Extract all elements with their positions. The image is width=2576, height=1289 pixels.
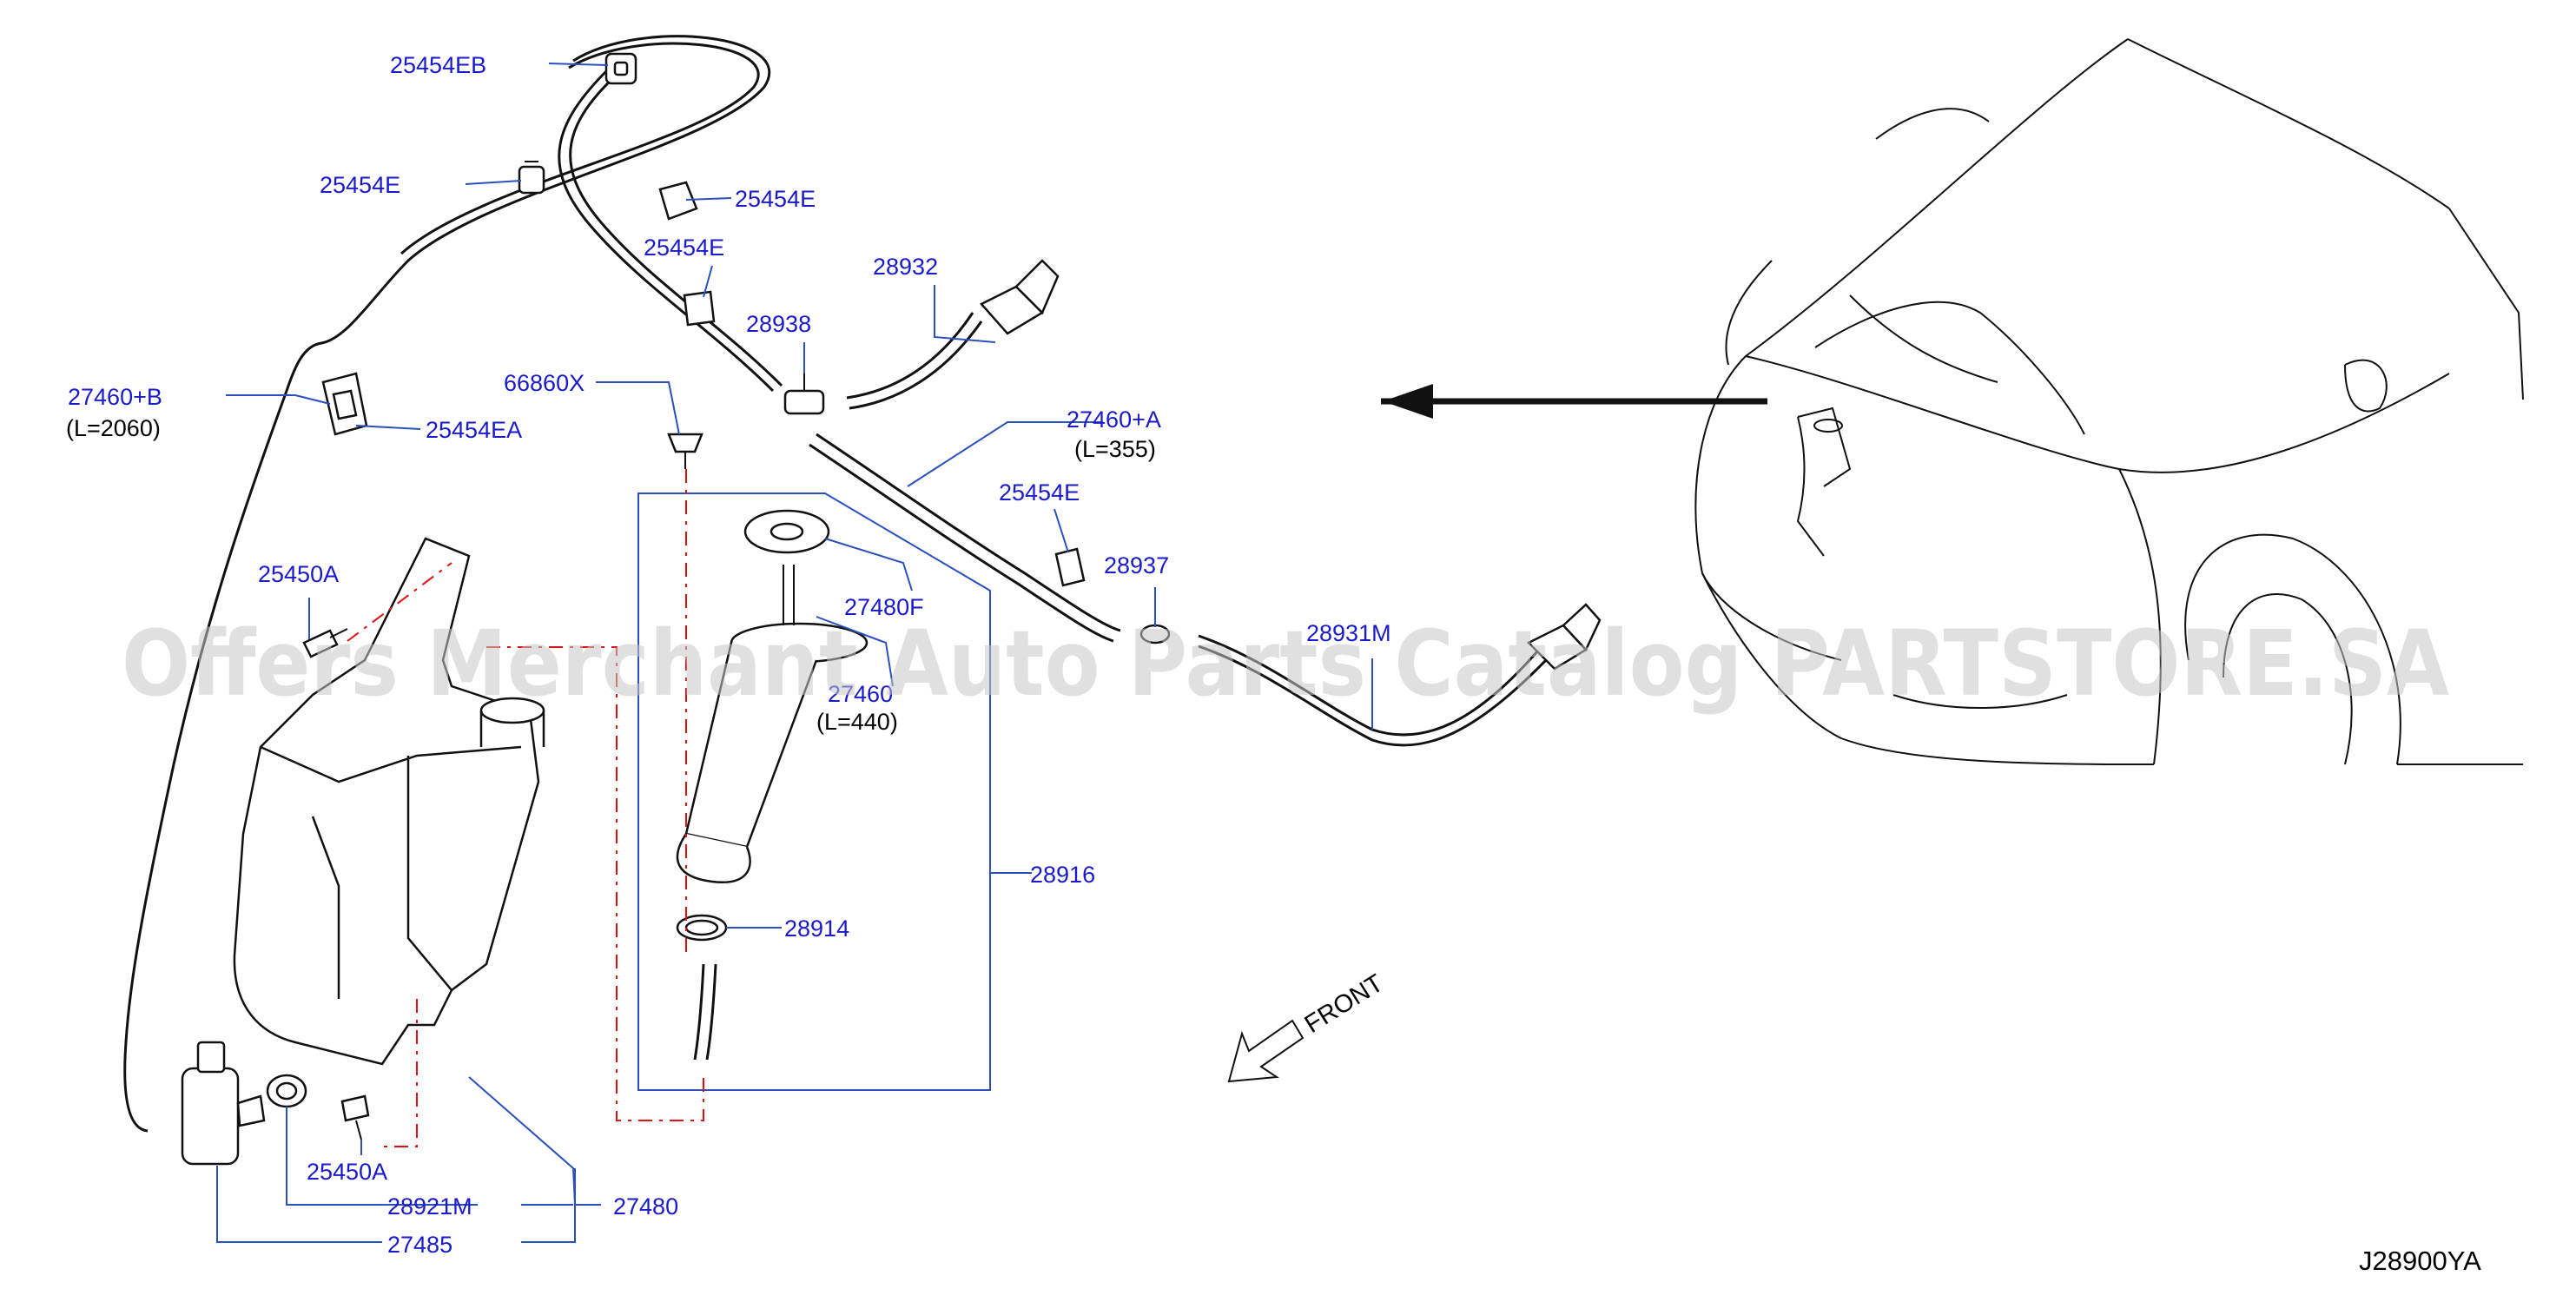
hose-filler[interactable] bbox=[693, 963, 717, 1061]
oring-28914[interactable] bbox=[676, 914, 728, 942]
label-27460-b[interactable]: 27460+B bbox=[68, 384, 162, 410]
label-25454eb[interactable]: 25454EB bbox=[390, 52, 486, 78]
centerlines bbox=[347, 469, 704, 1147]
clip-25454eb[interactable] bbox=[604, 52, 637, 85]
leader-lines bbox=[216, 63, 1373, 1243]
label-25454e-middle[interactable]: 25454E bbox=[644, 235, 724, 261]
front-label: FRONT bbox=[1300, 969, 1389, 1039]
label-66860x[interactable]: 66860X bbox=[504, 370, 585, 396]
nozzle-28932[interactable] bbox=[979, 259, 1060, 335]
label-28914[interactable]: 28914 bbox=[784, 916, 849, 942]
label-27460-a-length: (L=355) bbox=[1074, 436, 1156, 462]
label-27480f[interactable]: 27480F bbox=[844, 594, 924, 620]
label-27460-a[interactable]: 27460+A bbox=[1067, 407, 1161, 433]
grommet-28921m[interactable] bbox=[266, 1074, 307, 1108]
label-25454e-right[interactable]: 25454E bbox=[999, 479, 1080, 506]
bolt-25450a-upper[interactable] bbox=[302, 628, 348, 658]
hose-27460-a[interactable] bbox=[809, 433, 1121, 643]
label-25450a-upper[interactable]: 25450A bbox=[258, 561, 339, 587]
label-27460-length: (L=440) bbox=[816, 709, 898, 735]
diagram-code: J28900YA bbox=[2359, 1246, 2481, 1276]
vehicle-illustration bbox=[1694, 38, 2524, 765]
label-25454e-top[interactable]: 25454E bbox=[735, 186, 816, 212]
watermark: Offers Merchant Auto Parts Catalog PARTS… bbox=[122, 611, 2449, 717]
nozzle-28931m[interactable] bbox=[1526, 603, 1602, 671]
clip-25454e-left[interactable] bbox=[518, 161, 545, 195]
label-25450a-lower[interactable]: 25450A bbox=[307, 1159, 387, 1185]
grommet-66860x[interactable] bbox=[667, 433, 703, 469]
label-27460[interactable]: 27460 bbox=[828, 681, 893, 707]
label-28932[interactable]: 28932 bbox=[873, 254, 938, 280]
part-labels: 25454EB 25454E 25454E 25454E 28932 28938… bbox=[66, 52, 1391, 1258]
clip-25454e-top[interactable] bbox=[658, 181, 698, 221]
label-27460-b-length: (L=2060) bbox=[66, 415, 161, 441]
joint-28938[interactable] bbox=[783, 373, 825, 415]
filler-neck-28916[interactable] bbox=[676, 622, 869, 884]
label-28931m[interactable]: 28931M bbox=[1306, 620, 1391, 646]
label-25454ea[interactable]: 25454EA bbox=[426, 417, 522, 443]
label-28921m[interactable]: 28921M bbox=[387, 1193, 472, 1220]
clip-25454e-right[interactable] bbox=[1054, 547, 1086, 587]
label-27485[interactable]: 27485 bbox=[387, 1232, 452, 1258]
hose-27460-right[interactable] bbox=[558, 68, 783, 393]
clip-25454ea[interactable] bbox=[321, 372, 368, 436]
filler-strainer-27460[interactable] bbox=[783, 565, 795, 625]
washer-tank-27480[interactable] bbox=[233, 537, 545, 1066]
hose-28932[interactable] bbox=[846, 312, 983, 410]
label-27480[interactable]: 27480 bbox=[613, 1193, 678, 1220]
washer-pump-27485[interactable] bbox=[181, 1041, 266, 1166]
filler-cap-27480f[interactable] bbox=[743, 509, 830, 554]
front-arrow-icon bbox=[1227, 1019, 1305, 1083]
label-28938[interactable]: 28938 bbox=[746, 311, 811, 337]
clip-25454e-middle[interactable] bbox=[683, 290, 716, 327]
filler-group-outline bbox=[637, 492, 991, 1091]
bolt-25450a-lower[interactable] bbox=[340, 1094, 370, 1140]
label-28937[interactable]: 28937 bbox=[1104, 552, 1169, 578]
label-25454e-left[interactable]: 25454E bbox=[320, 172, 400, 198]
label-28916[interactable]: 28916 bbox=[1030, 862, 1095, 888]
hose-27460-b[interactable] bbox=[123, 35, 771, 1133]
pointer-arrow bbox=[1381, 384, 1767, 419]
